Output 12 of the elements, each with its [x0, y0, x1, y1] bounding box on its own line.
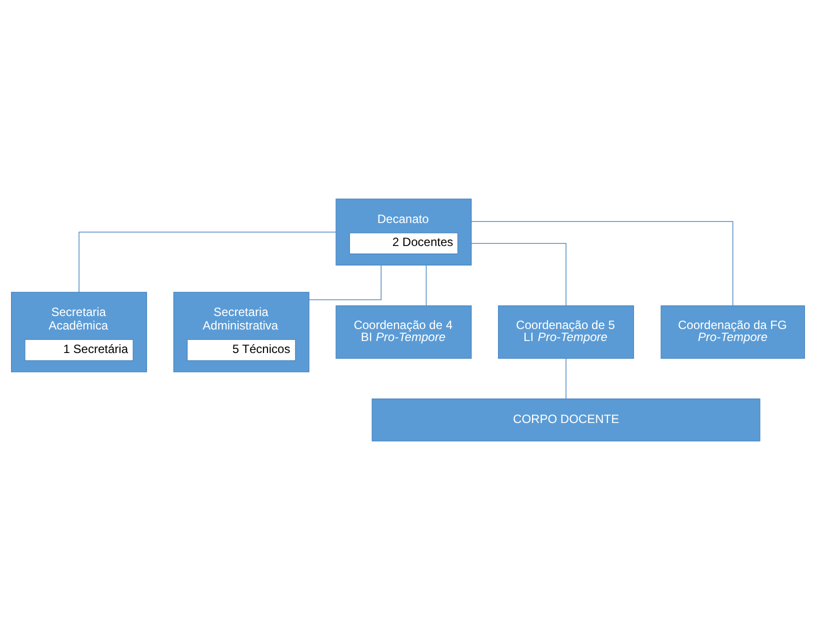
connector: [471, 220, 734, 306]
node-box: Secretaria Acadêmica 1 Secretária: [11, 291, 148, 372]
node-box: Coordenação de 5 LI Pro-Tempore: [498, 304, 634, 358]
node-box: Decanato 2 Docentes: [336, 198, 472, 266]
connector: [78, 231, 336, 292]
connector: [470, 242, 566, 306]
node-box: Secretaria Administrativa 5 Técnicos: [173, 291, 310, 372]
node-box: CORPO DOCENTE: [372, 398, 760, 441]
connector: [308, 264, 382, 300]
node-box: Coordenação de 4 BI Pro-Tempore: [336, 304, 472, 358]
connector: [426, 264, 427, 306]
node-box: Coordenação da FG Pro-Tempore: [660, 304, 805, 358]
